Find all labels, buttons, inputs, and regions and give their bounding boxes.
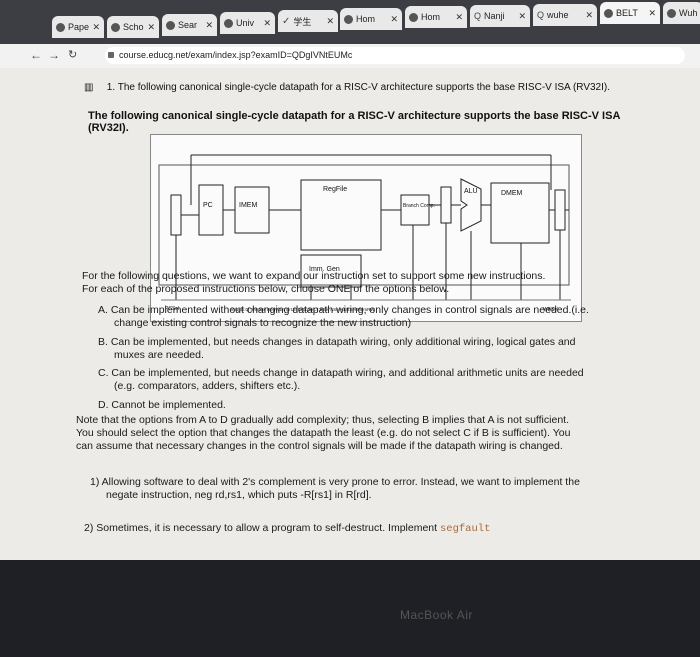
option-d: D. Cannot be implemented. <box>98 399 226 411</box>
globe-icon <box>409 12 418 22</box>
immgen-label: Imm. Gen <box>309 266 340 273</box>
tab-search[interactable]: Sear✕ <box>162 14 217 36</box>
page-content: ▥ 1. The following canonical single-cycl… <box>0 68 700 560</box>
lock-icon <box>108 52 114 58</box>
laptop-brand-label: MacBook Air <box>400 608 473 622</box>
tab-strip: Pape✕ Scho✕ Sear✕ Univ✕ ✓学生✕ Hom✕ Hom✕ Q… <box>40 2 700 42</box>
close-icon[interactable]: ✕ <box>455 11 463 22</box>
close-icon[interactable]: ✕ <box>263 17 271 28</box>
regfile-block <box>300 179 382 251</box>
browser-screen: Pape✕ Scho✕ Sear✕ Univ✕ ✓学生✕ Hom✕ Hom✕ Q… <box>0 0 700 560</box>
tab-belt[interactable]: BELT✕ <box>600 2 660 24</box>
tab-papers[interactable]: Pape✕ <box>52 16 104 38</box>
search-icon: Q <box>474 11 482 21</box>
branch-comp-block <box>400 194 430 226</box>
option-a: A. Can be implemented without changing d… <box>98 304 589 329</box>
alu-a-mux <box>440 186 452 224</box>
close-icon[interactable]: ✕ <box>518 10 526 21</box>
tab-student[interactable]: ✓学生✕ <box>278 10 338 32</box>
close-icon[interactable]: ✕ <box>147 21 155 32</box>
alu-label: ALU <box>464 188 478 195</box>
imem-block <box>234 186 270 234</box>
option-c: C. Can be implemented, but needs change … <box>98 367 584 392</box>
wb-mux <box>554 189 566 231</box>
chevron-icon: ✓ <box>282 15 291 27</box>
immgen-block <box>300 254 362 288</box>
forward-icon[interactable]: → <box>48 48 60 62</box>
close-icon[interactable]: ✕ <box>648 7 656 18</box>
globe-icon <box>56 22 65 32</box>
question-icon: ▥ <box>84 82 94 93</box>
question-heading: The following canonical single-cycle dat… <box>88 110 620 134</box>
pcsel-label: PCSel <box>165 306 179 312</box>
globe-icon <box>111 22 120 32</box>
dmem-block <box>490 182 550 244</box>
globe-icon <box>224 18 233 28</box>
close-icon[interactable]: ✕ <box>92 21 100 32</box>
globe-icon <box>344 14 353 24</box>
pc-label: PC <box>203 202 213 209</box>
globe-icon <box>667 8 676 18</box>
url-field[interactable]: course.educg.net/exam/index.jsp?examID=Q… <box>105 47 685 64</box>
branch-label: Branch Comp. <box>403 203 435 209</box>
dmem-label: DMEM <box>501 190 523 197</box>
tab-bar: Pape✕ Scho✕ Sear✕ Univ✕ ✓学生✕ Hom✕ Hom✕ Q… <box>0 0 700 44</box>
back-icon[interactable]: ← <box>30 48 42 62</box>
address-bar: ← → ↻ course.educg.net/exam/index.jsp?ex… <box>0 44 700 69</box>
option-b: B. Can be implemented, but needs changes… <box>98 336 576 361</box>
tab-scholar[interactable]: Scho✕ <box>107 16 159 38</box>
reload-icon[interactable]: ↻ <box>68 49 78 61</box>
question-1: 1) Allowing software to deal with 2's co… <box>90 476 580 501</box>
imem-label: IMEM <box>239 202 257 209</box>
laptop-bezel: MacBook Air <box>0 560 700 657</box>
segfault-code: segfault <box>439 523 491 535</box>
regfile-label: RegFile <box>323 186 347 193</box>
datapath-frame <box>158 164 570 286</box>
pc-mux <box>170 194 182 236</box>
datapath-diagram: PC IMEM RegFile Imm. Gen Branch Comp. AL… <box>150 134 582 322</box>
datapath-svg: PC IMEM RegFile Imm. Gen Branch Comp. AL… <box>158 154 571 313</box>
tab-wuhan[interactable]: Wuh <box>663 2 700 24</box>
note-text: Note that the options from A to D gradua… <box>76 414 571 452</box>
search-icon: Q <box>537 10 545 20</box>
close-icon[interactable]: ✕ <box>585 9 593 20</box>
alu-shape <box>460 178 482 232</box>
pc-register <box>198 184 224 236</box>
question-2: 2) Sometimes, it is necessary to allow a… <box>84 522 491 535</box>
wbsel-label: WBSel <box>543 307 558 313</box>
close-icon[interactable]: ✕ <box>390 13 398 24</box>
belt-icon <box>604 8 613 18</box>
tab-university[interactable]: Univ✕ <box>220 12 275 34</box>
tab-home-2[interactable]: Hom✕ <box>405 6 467 28</box>
tab-home-1[interactable]: Hom✕ <box>340 8 402 30</box>
close-icon[interactable]: ✕ <box>205 19 213 30</box>
control-signals-label: inst[31:0] ImmSel RegWEn BrUn BrEq BrLT … <box>231 307 375 312</box>
question-title: ▥ 1. The following canonical single-cycl… <box>84 82 610 93</box>
intro-text: For the following questions, we want to … <box>82 270 546 295</box>
close-icon[interactable]: ✕ <box>326 15 334 26</box>
globe-icon <box>166 20 175 30</box>
